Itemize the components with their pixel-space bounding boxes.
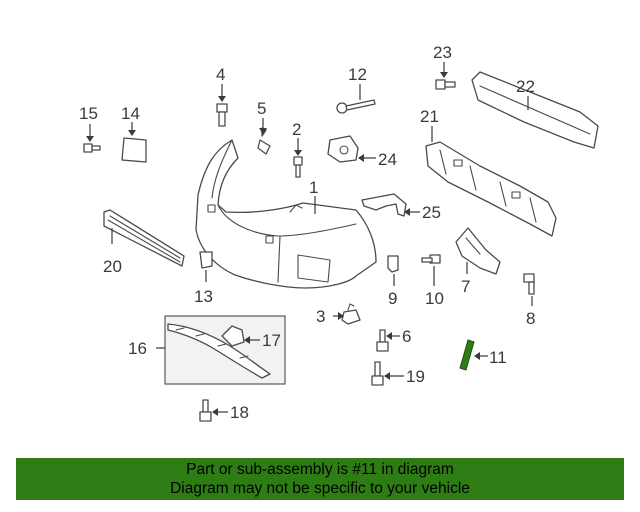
callout-22: 22 xyxy=(516,77,535,96)
part-11-highlighted xyxy=(459,339,475,371)
callout-12: 12 xyxy=(348,65,367,84)
part-6-bolt xyxy=(376,329,389,352)
part-17-clip xyxy=(221,325,245,347)
callout-2: 2 xyxy=(292,120,301,139)
part-23-bolt xyxy=(435,79,456,90)
callout-8: 8 xyxy=(526,309,535,328)
callout-16: 16 xyxy=(128,339,147,358)
part-21-absorber xyxy=(425,141,557,237)
callout-9: 9 xyxy=(388,289,397,308)
callout-18: 18 xyxy=(230,403,249,422)
part-1-bumper-cover xyxy=(195,139,377,289)
callout-11: 11 xyxy=(489,348,507,367)
callout-19: 19 xyxy=(406,367,425,386)
callout-3: 3 xyxy=(316,307,325,326)
part-25-bracket xyxy=(361,193,407,217)
part-8-bolt xyxy=(523,273,535,295)
callout-7: 7 xyxy=(461,277,470,296)
callout-23: 23 xyxy=(433,43,452,62)
callout-17: 17 xyxy=(262,331,281,350)
callout-1: 1 xyxy=(309,178,318,197)
part-9-clip xyxy=(387,255,399,273)
callout-24: 24 xyxy=(378,150,397,169)
callout-4: 4 xyxy=(216,65,225,84)
part-19-bolt xyxy=(371,361,384,386)
info-banner: Part or sub-assembly is #11 in diagram D… xyxy=(16,458,624,500)
part-24-sensor xyxy=(327,135,359,163)
part-2-bolt xyxy=(293,156,303,178)
part-15-bolt xyxy=(83,143,101,153)
callout-21: 21 xyxy=(420,107,439,126)
part-13-clip xyxy=(199,251,213,269)
part-10-bolt xyxy=(421,254,441,264)
callout-13: 13 xyxy=(194,287,213,306)
part-7-bracket xyxy=(455,227,501,275)
part-12-bolt xyxy=(336,99,376,114)
part-18-bolt xyxy=(199,399,212,422)
callout-15: 15 xyxy=(79,104,98,123)
part-4-bolt xyxy=(216,103,228,127)
part-22-reinforcement xyxy=(471,71,599,149)
callout-25: 25 xyxy=(422,203,441,222)
callout-14: 14 xyxy=(121,104,140,123)
callout-20: 20 xyxy=(103,257,122,276)
part-16-box xyxy=(164,315,286,385)
part-14-plate xyxy=(121,137,147,163)
part-20-grille xyxy=(103,209,185,267)
banner-line-1: Part or sub-assembly is #11 in diagram xyxy=(186,461,454,478)
banner-line-2: Diagram may not be specific to your vehi… xyxy=(170,480,470,497)
part-3-clip xyxy=(341,303,361,325)
callout-10: 10 xyxy=(425,289,444,308)
callout-6: 6 xyxy=(402,327,411,346)
callout-5: 5 xyxy=(257,99,266,118)
